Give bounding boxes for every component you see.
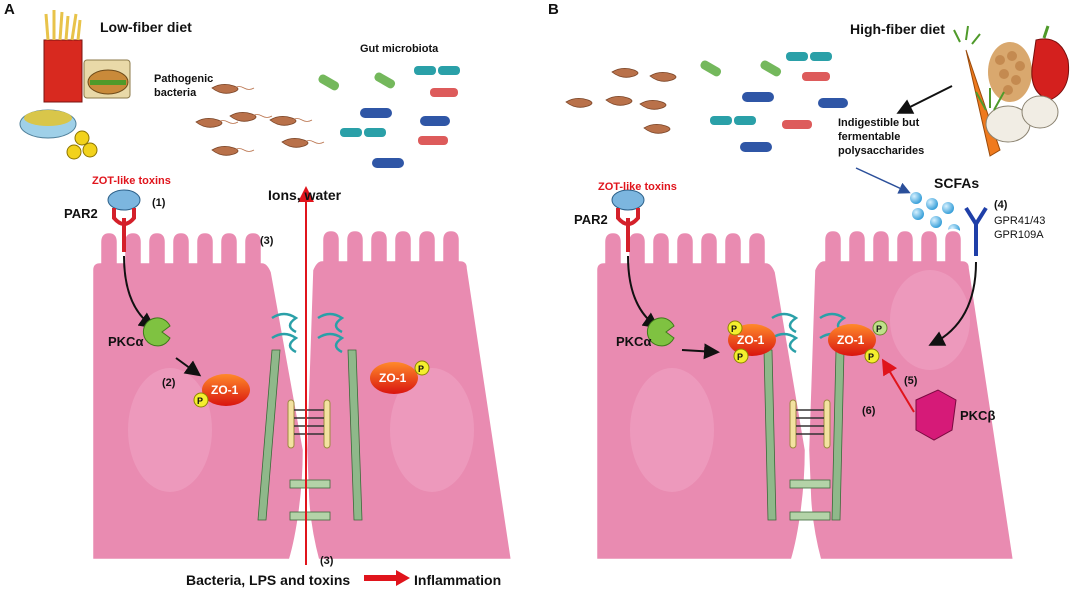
step-3-bottom-label: (3)	[320, 555, 334, 567]
phospho-a1-label: P	[197, 396, 203, 406]
panel-b-letter: B	[548, 1, 559, 18]
fiber-label-line3: polysaccharides	[838, 145, 924, 157]
zo1-right-b-label: ZO-1	[837, 333, 865, 347]
pkca-a-icon	[142, 317, 171, 347]
gpr41-43-label: GPR41/43	[994, 215, 1045, 227]
phospho-b4-label: P	[868, 352, 874, 362]
par2-b-label: PAR2	[574, 212, 608, 227]
zo1-left-a-icon	[202, 374, 250, 406]
phospho-b3-label: P	[876, 324, 882, 334]
phospho-b2-label: P	[737, 352, 743, 362]
high-fiber-diet-label: High-fiber diet	[850, 21, 945, 37]
gpr109a-label: GPR109A	[994, 229, 1044, 241]
gut-microbiota-label: Gut microbiota	[360, 43, 439, 55]
ions-water-label: Ions, water	[268, 187, 342, 203]
phospho-b1-label: P	[731, 324, 737, 334]
arrow-gpr-pkcb	[928, 261, 977, 346]
zo1-right-b-icon	[828, 324, 876, 356]
bacteria-lps-toxins-label: Bacteria, LPS and toxins	[186, 572, 350, 588]
arrow-pkcb-zo1	[881, 358, 915, 413]
phospho-a1-icon	[193, 392, 209, 408]
phospho-b3-icon	[872, 320, 888, 336]
phospho-a2-label: P	[418, 364, 424, 374]
step-6-label: (6)	[862, 405, 876, 417]
high-fiber-vegetables-icon	[953, 25, 1070, 157]
tight-junction-b-icon	[763, 312, 847, 521]
step-3-top-label: (3)	[260, 235, 274, 247]
zot-toxin-a-icon	[107, 189, 141, 211]
phospho-b2-icon	[733, 348, 749, 364]
pkcb-icon	[915, 389, 957, 441]
arrow-fiber-scfa	[855, 167, 911, 194]
step-1-label: (1)	[152, 197, 166, 209]
scfas-label: SCFAs	[934, 175, 979, 191]
arrow-pkca-zo1-b	[681, 343, 720, 360]
bacteria-cluster-a-icon	[195, 66, 460, 168]
panel-a: A Low-fiber diet Pathogenic bacteria Gut…	[4, 1, 514, 588]
pathogenic-label-line1: Pathogenic	[154, 73, 213, 85]
inflammation-arrow-icon	[364, 570, 410, 586]
pkca-b-label: PKCα	[616, 334, 651, 349]
pkca-b-icon	[646, 317, 675, 347]
pathogenic-label-line2: bacteria	[154, 87, 197, 99]
low-fiber-food-icon	[19, 10, 131, 160]
arrow-diet-fiber	[896, 85, 953, 114]
inflammation-label: Inflammation	[414, 572, 501, 588]
zot-toxins-a-label: ZOT-like toxins	[92, 175, 171, 187]
tight-junction-a-icon	[257, 312, 363, 521]
arrow-pkca-zo1-a	[175, 357, 202, 377]
fiber-label-line2: fermentable	[838, 131, 900, 143]
epithelial-cells-a	[90, 228, 514, 562]
low-fiber-diet-label: Low-fiber diet	[100, 19, 192, 35]
step-2-label: (2)	[162, 377, 176, 389]
bacteria-cluster-b-icon	[565, 52, 848, 152]
zo1-right-a-icon	[370, 362, 418, 394]
arrow-par2-pkca-a	[123, 255, 156, 329]
panel-a-letter: A	[4, 1, 15, 18]
zo1-left-a-label: ZO-1	[211, 383, 239, 397]
phospho-b4-icon	[864, 348, 880, 364]
phospho-b1-icon	[727, 320, 743, 336]
pkcb-label: PKCβ	[960, 408, 995, 423]
gpr-receptor-icon	[964, 206, 988, 228]
zo1-left-b-label: ZO-1	[737, 333, 765, 347]
zot-toxins-b-label: ZOT-like toxins	[598, 181, 677, 193]
scfa-molecules-icon	[910, 192, 960, 236]
fiber-label-line1: Indigestible but	[838, 117, 920, 129]
step-4-label: (4)	[994, 199, 1008, 211]
par2-a-label: PAR2	[64, 206, 98, 221]
step-5-label: (5)	[904, 375, 918, 387]
epithelial-cells-b	[594, 228, 1016, 562]
phospho-a2-icon	[414, 360, 430, 376]
panel-b: B High-fiber diet Indigestible but ferme…	[548, 1, 1070, 562]
zo1-right-a-label: ZO-1	[379, 371, 407, 385]
arrow-par2-pkca-b	[627, 255, 660, 329]
zot-toxin-b-icon	[611, 189, 645, 211]
pkca-a-label: PKCα	[108, 334, 143, 349]
